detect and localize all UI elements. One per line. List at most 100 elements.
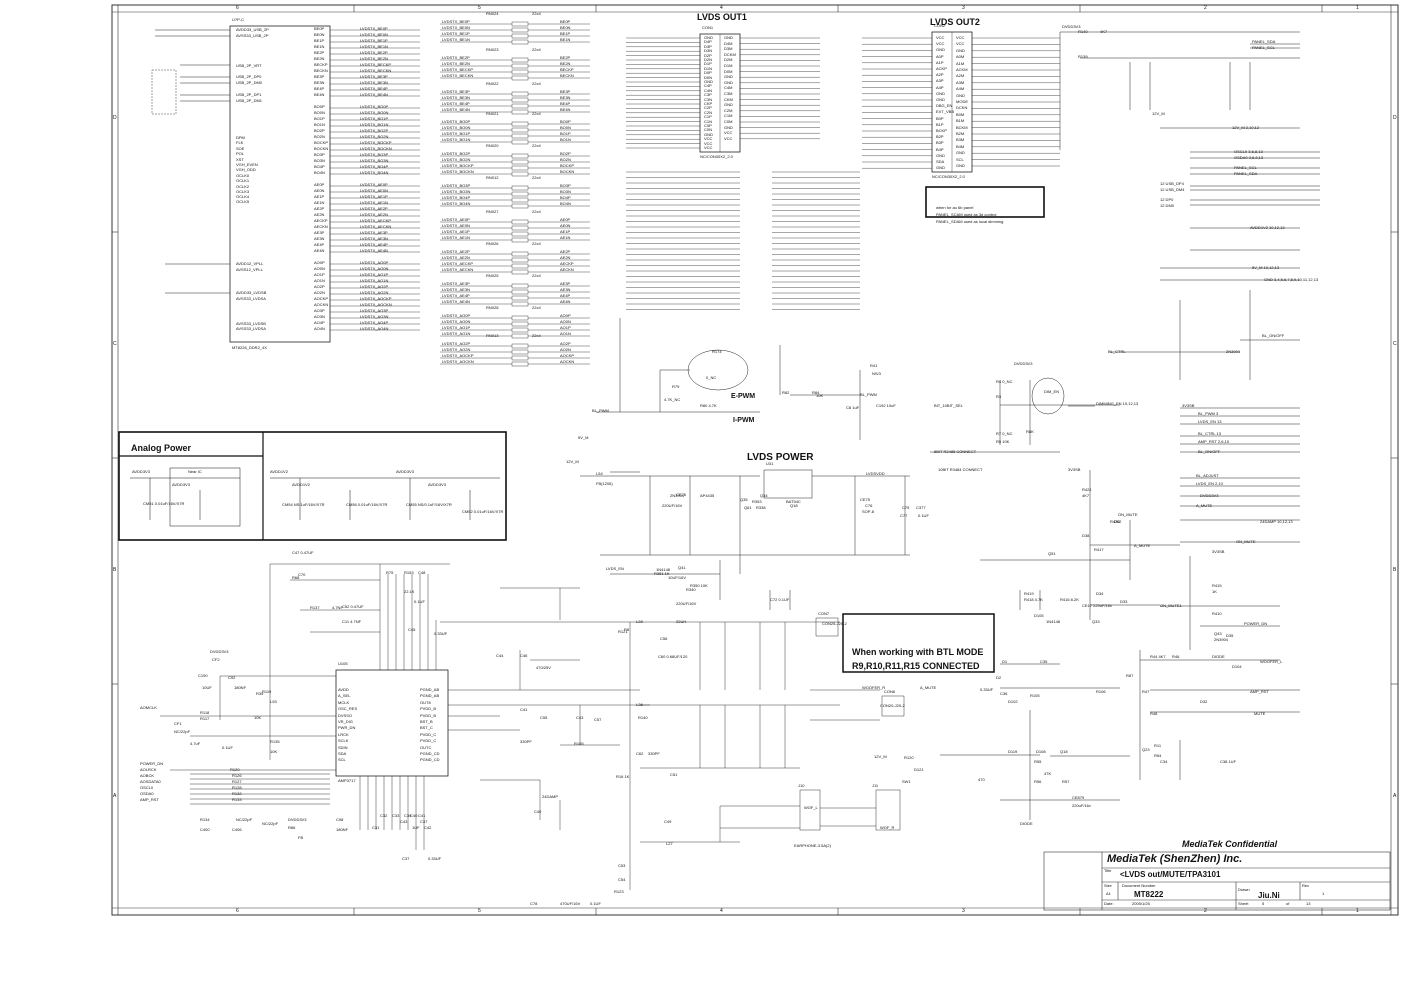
mcu-left-pin: AVSS33_LVDSB [236, 321, 266, 326]
passive-label: C48 [418, 570, 426, 575]
passive-label: R8 [624, 627, 630, 632]
passive-label: R338 [756, 505, 766, 510]
rn-value: 22x4 [532, 111, 541, 116]
misc-label: R135 [270, 739, 280, 744]
mcu-left-pin: OCLK5 [236, 199, 250, 204]
title-block [1043, 851, 1391, 911]
misc-label: D52 [1114, 519, 1122, 524]
mcu-net: LVDSTX_AE1P [360, 194, 388, 199]
conn1-left-pin: C4P [704, 83, 712, 89]
mcu-right-pin: BO0P [314, 104, 325, 109]
misc-label: CON20-J20-2 [880, 703, 905, 708]
rn-label: RN021 [486, 111, 499, 116]
misc-label: R84 [812, 390, 820, 395]
amp-part: AMP3717 [338, 778, 356, 783]
conn1-left-pin: C3P [704, 92, 712, 98]
rn-net-left: LVDSTX_BE3N [442, 95, 470, 100]
rn-net-left: LVDSTX_AECKP [442, 261, 474, 266]
passive-label: C38 1UF [1220, 759, 1237, 764]
misc-label: R44 4K7 [1150, 654, 1166, 659]
mcu-net: LVDSTX_AO3P [360, 308, 389, 313]
misc-label: 180NF [234, 685, 247, 690]
amp-right-pin: PGND_CD [420, 751, 440, 756]
frame-ticks [112, 5, 1398, 915]
right-net: 4K7 [1100, 29, 1108, 34]
rn-net-right: AECKP [560, 261, 574, 266]
analog-power-label: AVDD1V2 [270, 469, 288, 474]
mcu-right-pin: BE3N [314, 80, 325, 85]
misc-label: A_MUTE [1134, 543, 1151, 548]
rn-net-left: LVDSTX_BECKP [442, 67, 474, 72]
pwm-circuit [596, 318, 1095, 453]
misc-label: CE17 220uF/16v [1082, 603, 1113, 608]
frame-row-label: C [1393, 341, 1397, 347]
drawn-label: Drawn [1238, 887, 1250, 892]
rn-net-right: BE2P [560, 55, 571, 60]
misc-label: R41 [870, 363, 878, 368]
misc-label: 4.7uF [190, 741, 201, 746]
right-net: AMP_RST [1250, 689, 1269, 694]
misc-label: LVDSVDD [866, 471, 885, 476]
passive-label: 0.1UF [414, 599, 425, 604]
rn-net-left: LVDSTX_AECKN [442, 267, 474, 272]
conn1-ref: CON1 [702, 25, 714, 30]
conn2-right-pin: A4M [956, 86, 965, 92]
conn1-right-pin: GND [724, 102, 733, 108]
passive-label: Q18 [790, 503, 798, 508]
rn-net-left: LVDSTX_BOCKN [442, 169, 474, 174]
passive-label: R137 [310, 605, 320, 610]
rn-net-right: AE4P [560, 293, 571, 298]
conn1-left-pin: D4P [704, 39, 712, 45]
conn2-left-pin: B3P [936, 140, 944, 146]
mcu-right-pin: BE1N [314, 44, 325, 49]
mcu-net: LVDSTX_AE4P [360, 242, 388, 247]
passive-label: C43 [576, 715, 584, 720]
conn2-right-pin: B0M [956, 111, 965, 117]
misc-label: LVDS_EN [606, 566, 624, 571]
conn1-left-pin: GND [704, 131, 713, 137]
rn-net-right: AO2N [560, 347, 571, 352]
misc-label: R105 [1030, 693, 1040, 698]
conn2-left-pin: GND [936, 47, 945, 53]
lvds2-note: PANEL_SDAM used as local dimming [936, 219, 1004, 224]
mcu-net: LVDSTX_BO4P [360, 164, 389, 169]
passive-label: R153 [404, 570, 414, 575]
conn1-left-pin: D1N [704, 65, 713, 71]
misc-label: 8BIT R2485 CONNECT [934, 449, 977, 454]
conn2-left-pin: A2P [936, 72, 944, 78]
misc-label: R132 [232, 791, 242, 796]
right-net: DVDD3V3 [1062, 24, 1081, 29]
mcu-right-pin: AE4P [314, 242, 325, 247]
passive-label: C40 [534, 809, 542, 814]
conn2-right-pin: SCL [956, 156, 964, 162]
mcu-right-pin: AOCKN [314, 302, 329, 307]
passive-label: 0.1UF [590, 901, 601, 906]
mcu-left-pin: USB_2P_DP1 [236, 92, 262, 97]
passive-label: 220UF/16V [676, 601, 697, 606]
misc-label: 5V_M [578, 435, 589, 440]
mcu-left-pin: DPM [236, 135, 245, 140]
conn1-left-pin: GND [704, 35, 713, 40]
analog-power-label: Near IC [188, 469, 202, 474]
misc-label: R54 [1154, 753, 1162, 758]
misc-label: D119 [1008, 749, 1018, 754]
conn2-right-pin: A2M [956, 73, 965, 79]
misc-label: C377 [916, 505, 926, 510]
rn-net-left: LVDSTX_BE4N [442, 107, 470, 112]
analog-power-label: CM54 NS/1uF/16V/X7R [282, 502, 325, 507]
misc-label: R11 [1154, 743, 1162, 748]
misc-label: R87 [1126, 673, 1134, 678]
rn-net-right: BE3N [560, 95, 571, 100]
rn-net-right: BECKN [560, 73, 574, 78]
passive-label: C77 [900, 513, 908, 518]
conn2-right-pin: VCC [956, 35, 965, 40]
passive-label: C54 [618, 877, 626, 882]
misc-label: R353 [752, 499, 762, 504]
mcu-right-pin: BE0P [314, 26, 325, 31]
conn1-right-pin: VCC [724, 135, 733, 141]
conn2-right-pin: GND [956, 163, 965, 168]
conn2-right-pin: A0M [956, 54, 965, 60]
misc-label: CON25-J25-2 [822, 621, 847, 626]
passive-label: D35 [1226, 633, 1234, 638]
